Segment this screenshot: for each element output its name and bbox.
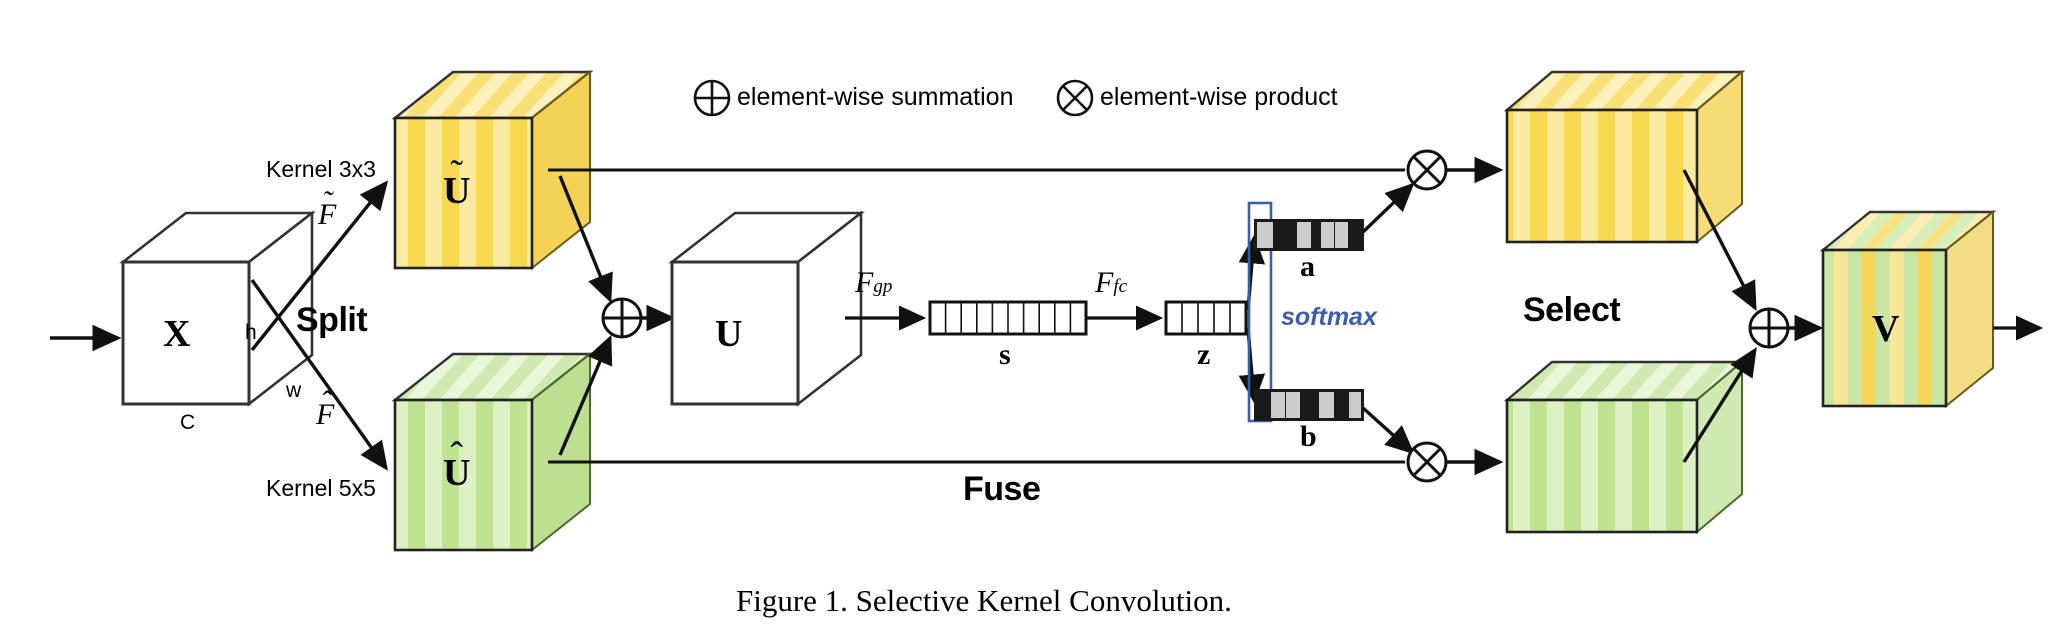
attention-b-label: b [1300,420,1317,453]
legend-label-summation: element-wise summation [737,83,1014,111]
stage-label-split: Split [296,301,368,339]
fgp-subscript: gp [873,276,893,297]
branch-bottom-cube-label: ˆ U [443,437,471,494]
ffc-subscript: fc [1113,276,1128,297]
branch-bottom-transform-op: ˆ F [316,387,335,431]
split-arrows [250,180,389,471]
z-vector-label: z [1197,338,1211,371]
fc-op-label: Ffc [1095,268,1127,298]
branch-top-transform-op: ˜ F [318,187,337,231]
branch-bottom-kernel-label: Kernel 5x5 [266,475,376,501]
bottom-product-operator [1406,441,1504,483]
input-channels-label: C [180,411,196,434]
fused-cube-u [668,210,865,407]
softmax-label: softmax [1281,303,1377,331]
branch-top-cube-label: ˜ U [443,155,471,212]
hat-accent: ˆ [320,385,331,418]
input-width-label: w [286,379,302,402]
z-vector [1164,300,1248,336]
branch-top-cube-u-tilde [391,69,594,271]
s-vector [928,300,1088,336]
tilde-accent: ˜ [322,185,333,218]
cube-base-letter: U [443,170,471,212]
input-cube-x [119,210,316,407]
stage-label-fuse: Fuse [963,470,1041,508]
stage-label-select: Select [1523,291,1621,329]
global-pooling-op-label: Fgp [855,268,892,298]
attention-vector-b [1254,389,1364,421]
select-cube-yellow [1503,69,1746,245]
legend-circled-plus-icon [693,79,731,117]
input-cube-label: X [163,313,191,355]
s-vector-label: s [999,338,1011,371]
transform-base-letter: F [318,198,337,231]
cube-base-letter: U [443,452,471,494]
select-sum-operator [1748,307,1824,349]
figure-caption: Figure 1. Selective Kernel Convolution. [736,583,1232,618]
tilde-accent: ˜ [450,153,464,195]
input-height-label: h [245,321,257,344]
attention-a-label: a [1300,250,1315,283]
ffc-base: F [1095,266,1114,299]
a-to-product-arrow [1361,182,1415,234]
select-merge-arrows [1682,169,1757,463]
transform-base-letter: F [316,398,335,431]
branch-top-kernel-label: Kernel 3x3 [266,156,376,182]
fuse-sum-operator [601,297,676,339]
legend-label-product: element-wise product [1100,83,1338,111]
fuse-merge-arrows [558,175,613,456]
output-cube-label: V [1872,308,1900,350]
legend-circled-times-icon [1056,79,1094,117]
select-cube-green [1503,359,1746,535]
hat-accent: ˆ [450,435,464,477]
attention-vector-a [1254,219,1364,251]
fgp-base: F [855,266,874,299]
output-cube-v [1819,209,1997,409]
top-product-operator [1406,149,1504,191]
b-to-product-arrow [1361,406,1415,455]
fused-cube-label: U [715,313,743,355]
